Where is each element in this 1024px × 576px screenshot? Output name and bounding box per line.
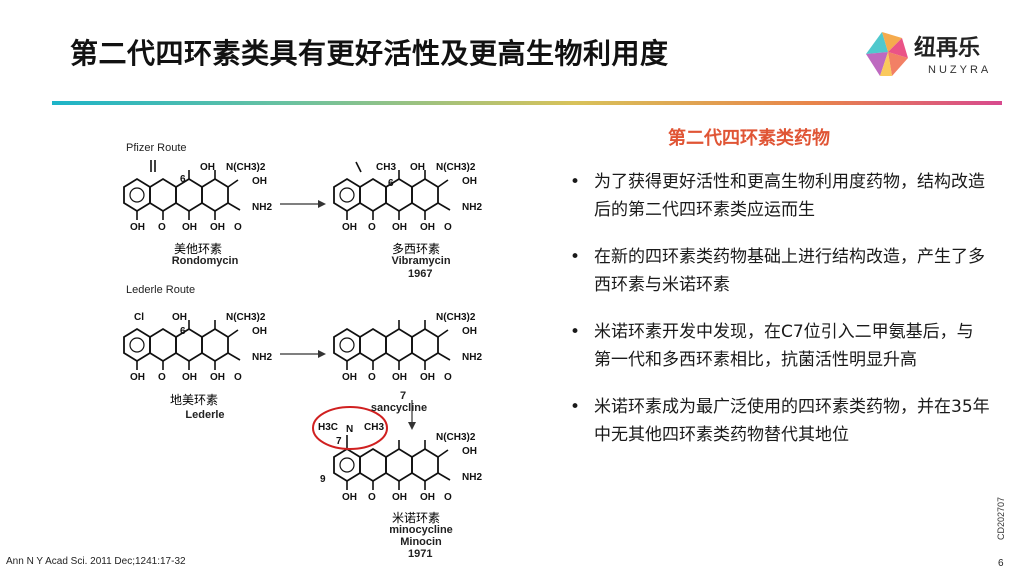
chem-label: OH <box>342 372 357 383</box>
logo-mark-icon <box>866 32 908 76</box>
minocycline-brand-label: Minocin <box>400 536 442 548</box>
bullet-list: • 为了获得更好活性和更高生物利用度药物，结构改造后的第二代四环素类应运而生 •… <box>570 168 990 468</box>
bullet-text: 为了获得更好活性和更高生物利用度药物，结构改造后的第二代四环素类应运而生 <box>594 172 985 220</box>
chem-label: OH <box>420 222 435 233</box>
chem-label: O <box>158 222 166 233</box>
chem-label: O <box>444 492 452 503</box>
minocycline-generic-label: minocycline <box>389 524 453 536</box>
chem-label: OH <box>392 372 407 383</box>
bullet-icon: • <box>570 397 581 417</box>
chem-label: 9 <box>320 474 326 485</box>
doxycycline-cn-label: 多西环素 <box>392 242 441 256</box>
bullet-icon: • <box>570 247 581 267</box>
chem-label: N <box>346 424 354 435</box>
methacycline-brand-label: Rondomycin <box>171 255 239 267</box>
bullet-item: • 在新的四环素类药物基础上进行结构改造，产生了多西环素与米诺环素 <box>570 243 990 299</box>
chem-label: OH <box>130 372 145 383</box>
chem-label: OH <box>342 492 357 503</box>
chem-label: OH <box>252 326 267 337</box>
chem-label: 6 <box>180 174 186 185</box>
chem-label: O <box>368 492 376 503</box>
chem-label: 6 <box>180 326 186 337</box>
chem-label: CH3 <box>364 422 385 433</box>
c7-dimethylamino-highlight-circle <box>312 406 388 450</box>
chem-label: NH2 <box>462 202 483 213</box>
chem-label: OH <box>210 372 225 383</box>
chem-label: N(CH3)2 <box>436 432 476 443</box>
chem-label: NH2 <box>252 352 273 363</box>
chem-label: O <box>158 372 166 383</box>
tetracycline-structure-diagram: Pfizer Route Lederle Route OH N(CH3)2 6 … <box>110 132 550 562</box>
chem-label: 6 <box>388 178 394 189</box>
chem-label: O <box>368 372 376 383</box>
bullet-text: 米诺环素成为最广泛使用的四环素类药物，并在35年中无其他四环素类药物替代其地位 <box>594 397 990 445</box>
chem-label: NH2 <box>252 202 273 213</box>
chem-label: NH2 <box>462 352 483 363</box>
minocycline-year-label: 1971 <box>408 548 433 560</box>
doxycycline-year-label: 1967 <box>408 268 433 280</box>
bullet-icon: • <box>570 172 581 192</box>
bullet-item: • 为了获得更好活性和更高生物利用度药物，结构改造后的第二代四环素类应运而生 <box>570 168 990 224</box>
chem-label: 7 <box>336 436 342 447</box>
chem-label: OH <box>130 222 145 233</box>
chem-label: OH <box>420 492 435 503</box>
chem-label: OH <box>182 372 197 383</box>
structure-drawing <box>123 160 451 491</box>
chem-label: O <box>444 222 452 233</box>
chem-label: OH <box>392 492 407 503</box>
chem-label: OH <box>182 222 197 233</box>
demeclocycline-cn-label: 地美环素 <box>170 393 219 407</box>
chem-label: OH <box>252 176 267 187</box>
chem-label: N(CH3)2 <box>436 312 476 323</box>
logo-name-en: NUZYRA <box>928 64 992 76</box>
chem-label: O <box>234 222 242 233</box>
chem-label: N(CH3)2 <box>226 312 266 323</box>
chem-label: OH <box>210 222 225 233</box>
slide-title: 第二代四环素类具有更好活性及更高生物利用度 <box>70 37 669 70</box>
document-code: CD202707 <box>996 496 1006 540</box>
chem-label: N(CH3)2 <box>436 162 476 173</box>
logo-name-cn: 纽再乐 <box>914 36 981 61</box>
chem-label: OH <box>342 222 357 233</box>
bullet-item: • 米诺环素开发中发现，在C7位引入二甲氨基后，与第一代和多西环素相比，抗菌活性… <box>570 318 990 374</box>
chem-label: OH <box>410 162 425 173</box>
chem-label: CH3 <box>376 162 397 173</box>
page-number: 6 <box>998 558 1004 569</box>
chem-label: Cl <box>134 312 144 323</box>
chem-label: OH <box>462 446 477 457</box>
chem-label: O <box>234 372 242 383</box>
bullet-text: 在新的四环素类药物基础上进行结构改造，产生了多西环素与米诺环素 <box>594 247 985 295</box>
bullet-text: 米诺环素开发中发现，在C7位引入二甲氨基后，与第一代和多西环素相比，抗菌活性明显… <box>594 322 974 370</box>
citation: Ann N Y Acad Sci. 2011 Dec;1241:17-32 <box>6 556 186 567</box>
section-heading: 第二代四环素类药物 <box>668 128 830 149</box>
pfizer-route-label: Pfizer Route <box>126 142 187 154</box>
minocycline-cn-label: 米诺环素 <box>392 511 441 525</box>
chem-label: H3C <box>318 422 339 433</box>
chem-label: OH <box>172 312 187 323</box>
chem-label: OH <box>420 372 435 383</box>
chem-label: OH <box>200 162 215 173</box>
lederle-route-label: Lederle Route <box>126 284 196 296</box>
chem-label: O <box>444 372 452 383</box>
methacycline-cn-label: 美他环素 <box>174 242 223 256</box>
chem-label: OH <box>462 176 477 187</box>
bullet-item: • 米诺环素成为最广泛使用的四环素类药物，并在35年中无其他四环素类药物替代其地… <box>570 393 990 449</box>
sancycline-position-label: 7 <box>400 390 407 402</box>
chem-label: O <box>368 222 376 233</box>
doxycycline-brand-label: Vibramycin <box>391 255 451 267</box>
chem-label: OH <box>462 326 477 337</box>
nuzyra-logo: 纽再乐 NUZYRA <box>862 28 1012 84</box>
title-divider <box>52 101 1002 105</box>
chem-label: NH2 <box>462 472 483 483</box>
bullet-icon: • <box>570 322 581 342</box>
sancycline-label: sancycline <box>370 402 428 414</box>
chem-label: N(CH3)2 <box>226 162 266 173</box>
chem-label: OH <box>392 222 407 233</box>
demeclocycline-maker-label: Lederle <box>185 409 225 421</box>
